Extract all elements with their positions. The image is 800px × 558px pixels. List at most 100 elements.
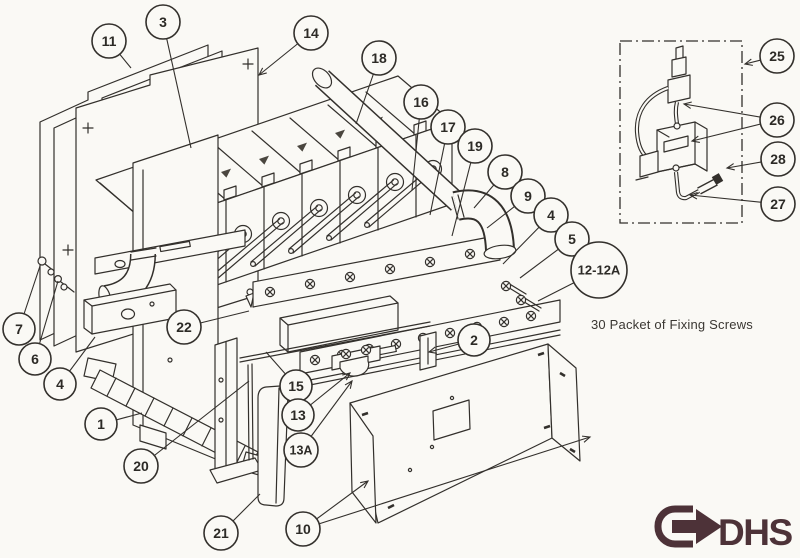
balloon-circle [487,154,523,190]
balloon-label: 5 [568,231,576,247]
balloon-circle [759,38,795,74]
arrow-right-icon [672,509,722,544]
balloon-circle [457,128,493,164]
balloon-circle [166,309,202,345]
balloon-label: 19 [467,138,483,154]
inset-dashed-box [619,40,743,224]
balloon-label: 17 [440,119,456,135]
callout-21: 21 [203,493,261,551]
callout-20: 20 [123,380,250,484]
dhs-logo: DHS [654,503,794,553]
balloon-circle [203,515,239,551]
callout-layer: 1131418161719894512-12A25262827764122201… [2,4,796,551]
balloon-label: 14 [303,25,319,41]
rail-15 [239,321,431,363]
balloon-circle [285,511,321,547]
plug-body [667,74,691,104]
panel-hole [432,399,471,441]
logo-text: DHS [718,512,792,553]
callout-7: 7 [2,265,41,346]
fixing-bolts-7-6 [37,256,75,293]
callout-28: 28 [725,141,796,177]
balloon-label: 10 [295,521,311,537]
callout-19: 19 [451,128,493,237]
callout-22: 22 [166,309,250,345]
balloon-label: 4 [56,376,64,392]
electrode [697,173,724,195]
balloon-circle [123,448,159,484]
balloon-circle [293,15,329,51]
balloon-circle [554,221,590,257]
callout-12-12A: 12-12A [537,241,628,302]
logo-mark [654,503,722,549]
plug-cap [671,56,687,78]
rear-panel-10 [349,343,581,524]
support-channel [209,337,263,484]
balloon-label: 2 [470,332,478,348]
balloon-circle [281,398,315,432]
balloon-label: 25 [769,48,785,64]
callout-18: 18 [355,40,397,125]
clamp-13 [331,344,381,377]
ignition-unit [634,45,724,201]
balloon-label: 18 [371,50,387,66]
vertical-rod-20 [247,363,254,461]
balloon-circle [533,197,569,233]
balloon-circle [2,312,36,346]
balloon-label: 7 [15,321,23,337]
balloon-circle [457,323,491,357]
balloon-circle [760,186,796,222]
balloon-circle [18,342,52,376]
callout-13A: 13A [283,379,353,468]
callout-5: 5 [519,221,590,279]
balloon-label: 3 [159,14,167,30]
ht-lead-wire [634,86,700,201]
callout-25: 25 [743,38,795,74]
callout-4: 4 [502,197,569,265]
callout-27: 27 [688,186,796,222]
balloon-circle [91,23,127,59]
balloon-label: 6 [31,351,39,367]
callout-9: 9 [486,178,546,229]
callout-26: 26 [682,101,795,143]
callout-4: 4 [43,336,96,401]
callout-13: 13 [281,372,352,432]
balloon-label: 26 [769,112,785,128]
balloon-label: 12-12A [578,263,621,278]
callout-6: 6 [18,280,59,376]
callout-11: 11 [91,23,132,69]
balloon-circle [43,367,77,401]
balloon-circle [145,4,181,40]
bracket-2 [419,331,437,371]
balloon-label: 4 [547,207,555,223]
balloon-label: 28 [770,151,786,167]
balloon-circle [430,109,466,145]
callout-14: 14 [257,15,329,76]
balloon-label: 9 [524,188,532,204]
burner-support-bar [279,295,399,353]
callout-8: 8 [473,154,523,209]
fixing-screws-12 [500,280,542,312]
balloon-circle [570,241,628,299]
callout-17: 17 [429,109,466,216]
flue-collector-bar [252,234,501,308]
balloon-circle [510,178,546,214]
callout-1: 1 [84,407,143,441]
balloon-label: 1 [97,416,105,432]
balloon-label: 20 [133,458,149,474]
callout-3: 3 [145,4,192,149]
callout-10: 10 [285,435,592,547]
balloon-label: 27 [770,196,786,212]
flue-pipe [311,67,466,211]
balloon-circle [403,84,439,120]
balloon-circle [361,40,397,76]
balloon-label: 21 [213,525,229,541]
note-text: 30 Packet of Fixing Screws [591,317,753,332]
balloon-circle [84,407,118,441]
mounting-clamp [639,150,659,178]
balloon-circle [283,432,319,468]
transformer-box [656,121,708,173]
balloon-label: 15 [288,378,304,394]
